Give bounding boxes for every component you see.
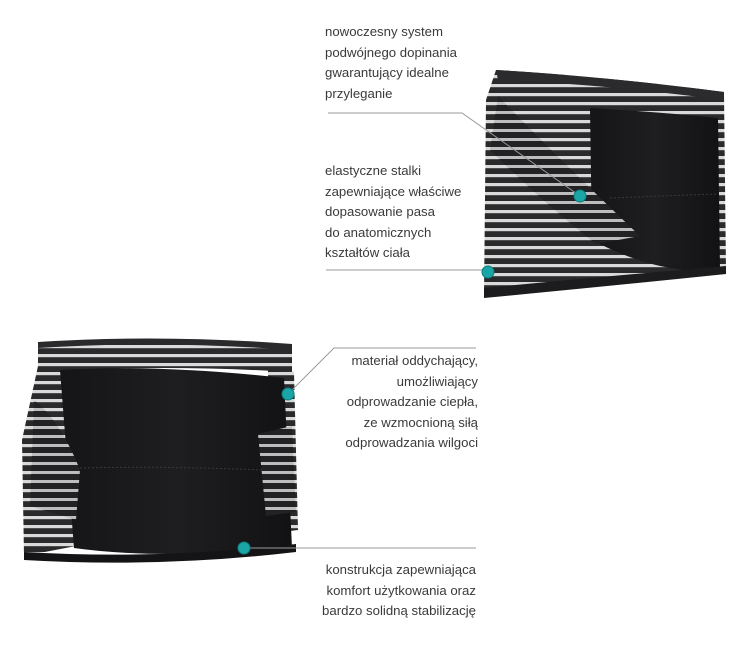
- leader-line-3: [287, 347, 476, 395]
- belt-front-left-strap: [30, 400, 80, 520]
- belt-side-view: [484, 70, 726, 298]
- callout-line: elastyczne stalki: [325, 163, 422, 178]
- callout-line: ze wzmocnioną siłą: [363, 414, 478, 430]
- marker-dot-2[interactable]: [481, 265, 495, 279]
- callout-line: nowoczesny system: [325, 24, 443, 39]
- callout-line: kształtów ciała: [325, 245, 411, 260]
- belt-front-back-band: [38, 342, 292, 372]
- markers: [237, 189, 587, 555]
- leader-line-1: [328, 112, 581, 197]
- callout-line: materiał oddychający,: [351, 353, 478, 368]
- callout-line: podwójnego dopinania: [325, 44, 457, 60]
- callout-double-fastening: nowoczesny system podwójnego dopinania g…: [325, 22, 457, 104]
- callout-line: umożliwiający: [396, 373, 478, 389]
- belt-front-right-strap: [258, 426, 296, 516]
- callout-line: do anatomicznych: [325, 224, 432, 240]
- belt-front-main-panel: [60, 368, 292, 554]
- marker-dot-1[interactable]: [573, 189, 587, 203]
- callout-line: komfort użytkowania oraz: [326, 582, 476, 598]
- leader-lines: [244, 112, 581, 549]
- callout-construction-comfort: konstrukcja zapewniająca komfort użytkow…: [280, 560, 476, 622]
- callout-line: odprowadzanie ciepła,: [346, 394, 478, 409]
- callout-line: konstrukcja zapewniająca: [325, 562, 476, 577]
- callout-line: gwarantujący idealne: [325, 65, 449, 80]
- belt-front-view: [22, 338, 298, 563]
- callout-line: przyleganie: [325, 85, 393, 101]
- belt-side-front-panel: [590, 108, 720, 271]
- belt-side-strap: [490, 96, 640, 244]
- callout-line: dopasowanie pasa: [325, 204, 435, 219]
- callout-line: bardzo solidną stabilizację: [322, 603, 476, 618]
- marker-dot-3[interactable]: [281, 387, 295, 401]
- callout-elastic-stays: elastyczne stalki zapewniające właściwe …: [325, 161, 461, 264]
- marker-dot-4[interactable]: [237, 541, 251, 555]
- callout-line: odprowadzania wilgoci: [345, 435, 478, 450]
- callout-breathable-material: materiał oddychający, umożliwiający odpr…: [300, 351, 478, 454]
- callout-line: zapewniające właściwe: [325, 183, 462, 199]
